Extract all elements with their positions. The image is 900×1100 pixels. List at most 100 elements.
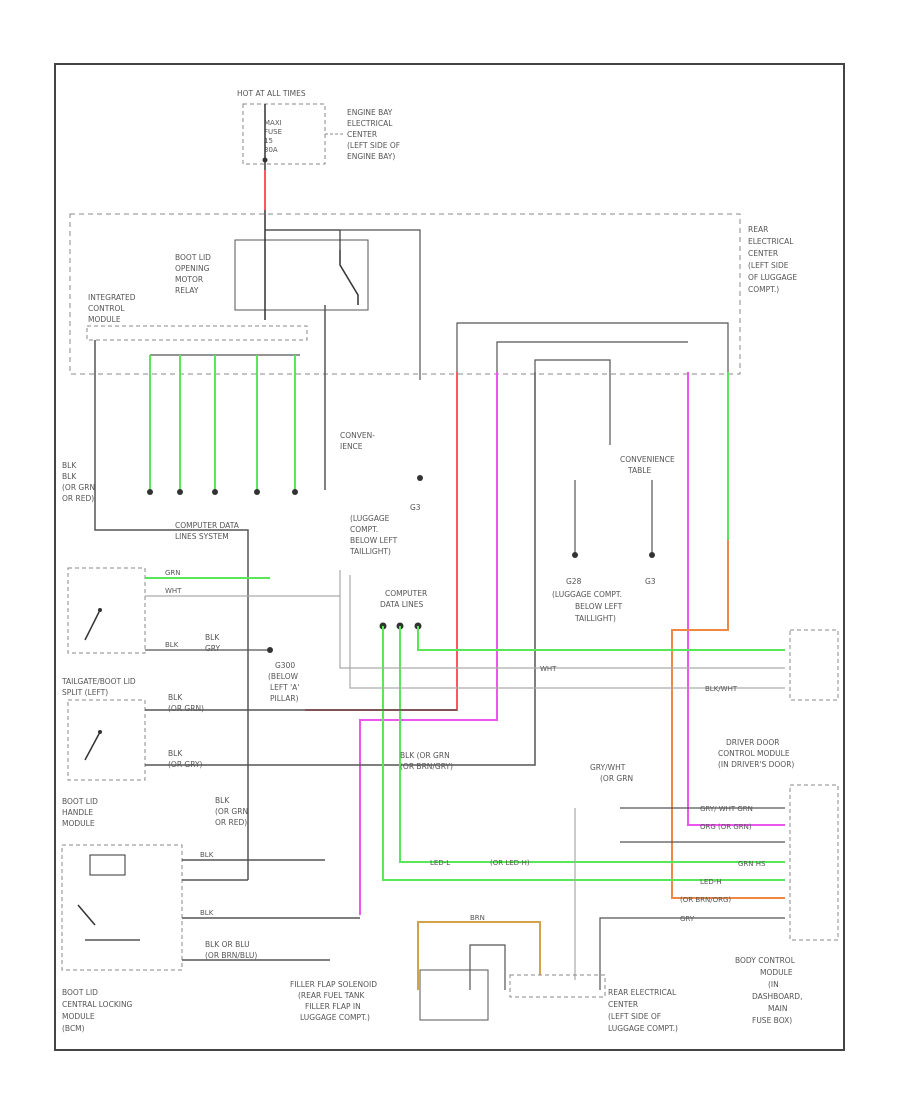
svg-text:(OR GRN: (OR GRN	[215, 807, 248, 816]
svg-text:WHT: WHT	[165, 587, 182, 595]
svg-text:ENGINE BAY: ENGINE BAY	[347, 108, 393, 117]
svg-text:SPLIT (LEFT): SPLIT (LEFT)	[62, 688, 108, 697]
boot-handle-box	[67, 699, 146, 781]
svg-text:(OR GRN): (OR GRN)	[168, 704, 204, 713]
black-wire-mid	[345, 372, 536, 766]
blk-or-red-right-label: BLK (OR GRN OR RED)	[215, 796, 248, 827]
boot-central-wire-labels: BLK BLK BLK OR BLU (OR BRN/BLU)	[200, 851, 257, 960]
rear-electrical-bottom-box	[509, 974, 606, 998]
svg-text:RELAY: RELAY	[175, 286, 199, 295]
svg-text:CONTROL: CONTROL	[88, 304, 125, 313]
svg-text:BLK: BLK	[205, 633, 220, 642]
svg-text:(OR BRN/BLU): (OR BRN/BLU)	[205, 951, 257, 960]
svg-text:MODULE: MODULE	[62, 819, 95, 828]
relay-switch	[339, 250, 359, 305]
boot-lid-relay-label: BOOT LID OPENING MOTOR RELAY	[175, 253, 211, 295]
diagram-frame	[54, 63, 845, 1051]
svg-text:(LUGGAGE COMPT.: (LUGGAGE COMPT.	[552, 590, 622, 599]
svg-text:LUGGAGE COMPT.): LUGGAGE COMPT.)	[300, 1013, 370, 1022]
gray-wire-2	[349, 575, 785, 689]
tailgate-switch-box	[67, 567, 146, 654]
filler-brn-wire	[469, 944, 506, 990]
icm-left-wire-label: BLK BLK (OR GRN OR RED)	[62, 461, 95, 503]
boot-handle-switch	[84, 730, 102, 761]
rear-electrical-center-label: REAR ELECTRICAL CENTER (LEFT SIDE OF LUG…	[748, 225, 797, 294]
svg-text:(IN: (IN	[768, 980, 779, 989]
rear-electrical-center-box	[69, 213, 741, 375]
svg-text:LINES SYSTEM: LINES SYSTEM	[175, 532, 229, 541]
svg-text:FUSE: FUSE	[264, 128, 282, 136]
tailgate-switch	[84, 608, 102, 641]
svg-text:(OR BRN/ORG): (OR BRN/ORG)	[680, 896, 731, 904]
svg-text:BLK: BLK	[200, 909, 214, 917]
svg-text:GRN: GRN	[165, 569, 181, 577]
blk-mid-label: BLK (OR GRN (OR BRN/GRY)	[400, 751, 453, 771]
bcm-label: BODY CONTROL MODULE (IN DASHBOARD, MAIN …	[735, 956, 802, 1025]
icm-box	[86, 325, 308, 341]
driver-door-module-label: DRIVER DOOR CONTROL MODULE (IN DRIVER'S …	[718, 738, 794, 769]
svg-text:ORG (OR GRN): ORG (OR GRN)	[700, 823, 752, 831]
boot-central-label: BOOT LID CENTRAL LOCKING MODULE (BCM)	[62, 988, 133, 1033]
svg-text:BLK: BLK	[200, 851, 214, 859]
engine-bay-center-label: ENGINE BAY ELECTRICAL CENTER (LEFT SIDE …	[347, 108, 400, 161]
g3-top-label: G3 (LUGGAGE COMPT. BELOW LEFT TAILLIGHT)	[349, 503, 421, 556]
boot-central-box	[61, 844, 183, 971]
svg-text:30A: 30A	[264, 146, 278, 154]
convenience-table2-label: CONVENIENCE TABLE	[620, 455, 675, 475]
svg-text:CENTER: CENTER	[608, 1000, 638, 1009]
svg-text:BLK/WHT: BLK/WHT	[705, 685, 738, 693]
svg-text:15: 15	[264, 137, 273, 145]
svg-text:CENTER: CENTER	[748, 249, 778, 258]
g300-ground	[267, 647, 273, 653]
fuse-terminal	[262, 157, 268, 163]
green-data-wire-2	[399, 626, 785, 863]
svg-text:MODULE: MODULE	[62, 1012, 95, 1021]
svg-text:IENCE: IENCE	[340, 442, 363, 451]
svg-text:(LEFT SIDE OF: (LEFT SIDE OF	[347, 141, 400, 150]
svg-text:COMPT.: COMPT.	[350, 525, 378, 534]
boot-central-motor	[77, 854, 140, 941]
engine-bay-center-box	[242, 103, 326, 165]
svg-text:TAILLIGHT): TAILLIGHT)	[574, 614, 616, 623]
svg-text:G3: G3	[645, 577, 656, 586]
svg-text:COMPUTER: COMPUTER	[385, 589, 427, 598]
computer-data-top-label: COMPUTER DATA LINES SYSTEM	[175, 521, 240, 541]
svg-text:DRIVER DOOR: DRIVER DOOR	[726, 738, 779, 747]
svg-text:(OR LED-H): (OR LED-H)	[490, 859, 530, 867]
svg-text:BLK: BLK	[168, 749, 183, 758]
orange-wire	[671, 540, 785, 899]
gray-wire-1	[339, 570, 785, 669]
svg-text:WHT: WHT	[540, 665, 557, 673]
maxi-fuse-label: MAXI FUSE 15 30A	[264, 119, 282, 154]
svg-text:MOTOR: MOTOR	[175, 275, 203, 284]
svg-text:BLK: BLK	[165, 641, 179, 649]
relay-supply-wire	[340, 229, 421, 380]
svg-text:BOOT LID: BOOT LID	[62, 797, 98, 806]
g300-label: G300 (BELOW LEFT 'A' PILLAR)	[268, 661, 299, 703]
g28-label: G28	[566, 577, 582, 586]
svg-text:GRY: GRY	[680, 915, 695, 923]
svg-text:INTEGRATED: INTEGRATED	[88, 293, 136, 302]
svg-text:LED-H: LED-H	[700, 878, 722, 886]
svg-text:ENGINE BAY): ENGINE BAY)	[347, 152, 395, 161]
tan-wire	[417, 921, 541, 990]
top-loop-wire-2	[496, 341, 688, 372]
svg-text:BLK: BLK	[62, 472, 77, 481]
tailgate-wire-labels: GRN WHT BLK	[165, 569, 182, 649]
driver-door-module-box	[789, 629, 839, 701]
svg-text:GRN HS: GRN HS	[738, 860, 766, 868]
svg-text:BLK OR BLU: BLK OR BLU	[205, 940, 250, 949]
icm-left-wire	[94, 340, 249, 880]
svg-text:TABLE: TABLE	[627, 466, 651, 475]
boot-central-wires	[182, 859, 360, 961]
svg-text:(LUGGAGE: (LUGGAGE	[350, 514, 390, 523]
svg-text:FILLER FLAP IN: FILLER FLAP IN	[305, 1002, 361, 1011]
svg-text:MAIN: MAIN	[768, 1004, 787, 1013]
convenience-table-label: CONVEN- IENCE	[340, 431, 375, 451]
svg-text:LEFT 'A': LEFT 'A'	[270, 683, 299, 692]
top-loop-wire	[456, 322, 729, 372]
svg-text:FUSE BOX): FUSE BOX)	[752, 1016, 792, 1025]
boot-handle-label: BOOT LID HANDLE MODULE	[62, 797, 98, 828]
svg-text:BOOT LID: BOOT LID	[175, 253, 211, 262]
